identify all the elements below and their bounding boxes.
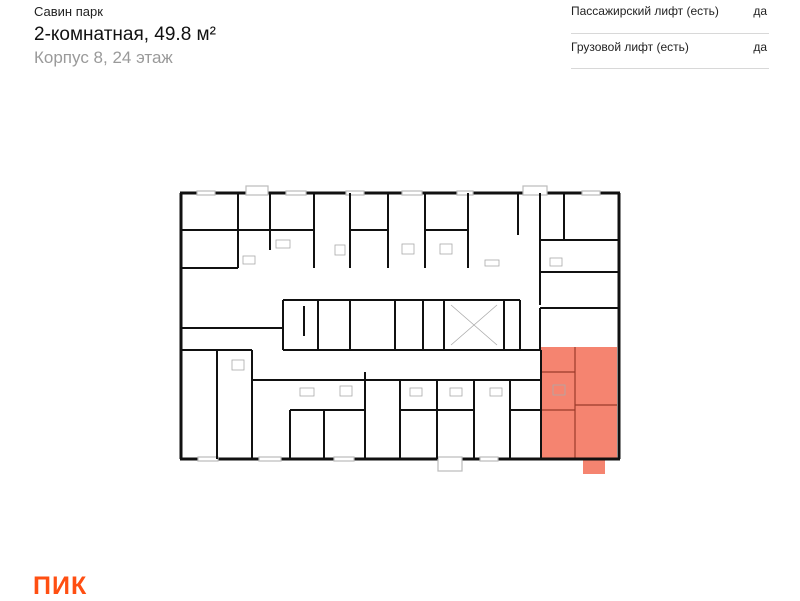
pik-logo: ПИК: [33, 572, 88, 600]
apartment-location: Корпус 8, 24 этаж: [34, 48, 173, 67]
feature-freight-lift: Грузовой лифт (есть) да: [571, 34, 769, 69]
feature-value: да: [753, 4, 767, 18]
feature-label: Пассажирский лифт (есть): [571, 4, 719, 18]
feature-passenger-lift: Пассажирский лифт (есть) да: [571, 0, 769, 34]
fixtures: [231, 239, 566, 397]
highlighted-apartment[interactable]: [541, 347, 617, 474]
feature-label: Грузовой лифт (есть): [571, 40, 689, 54]
feature-value: да: [753, 40, 767, 54]
apartment-title: 2-комнатная, 49.8 м²: [34, 24, 216, 45]
windows: [196, 185, 601, 472]
features-list: Пассажирский лифт (есть) да Грузовой лиф…: [571, 0, 769, 69]
apartment-interior-walls: [541, 347, 617, 459]
interior-walls: [181, 193, 619, 459]
project-name: Савин парк: [34, 4, 103, 19]
